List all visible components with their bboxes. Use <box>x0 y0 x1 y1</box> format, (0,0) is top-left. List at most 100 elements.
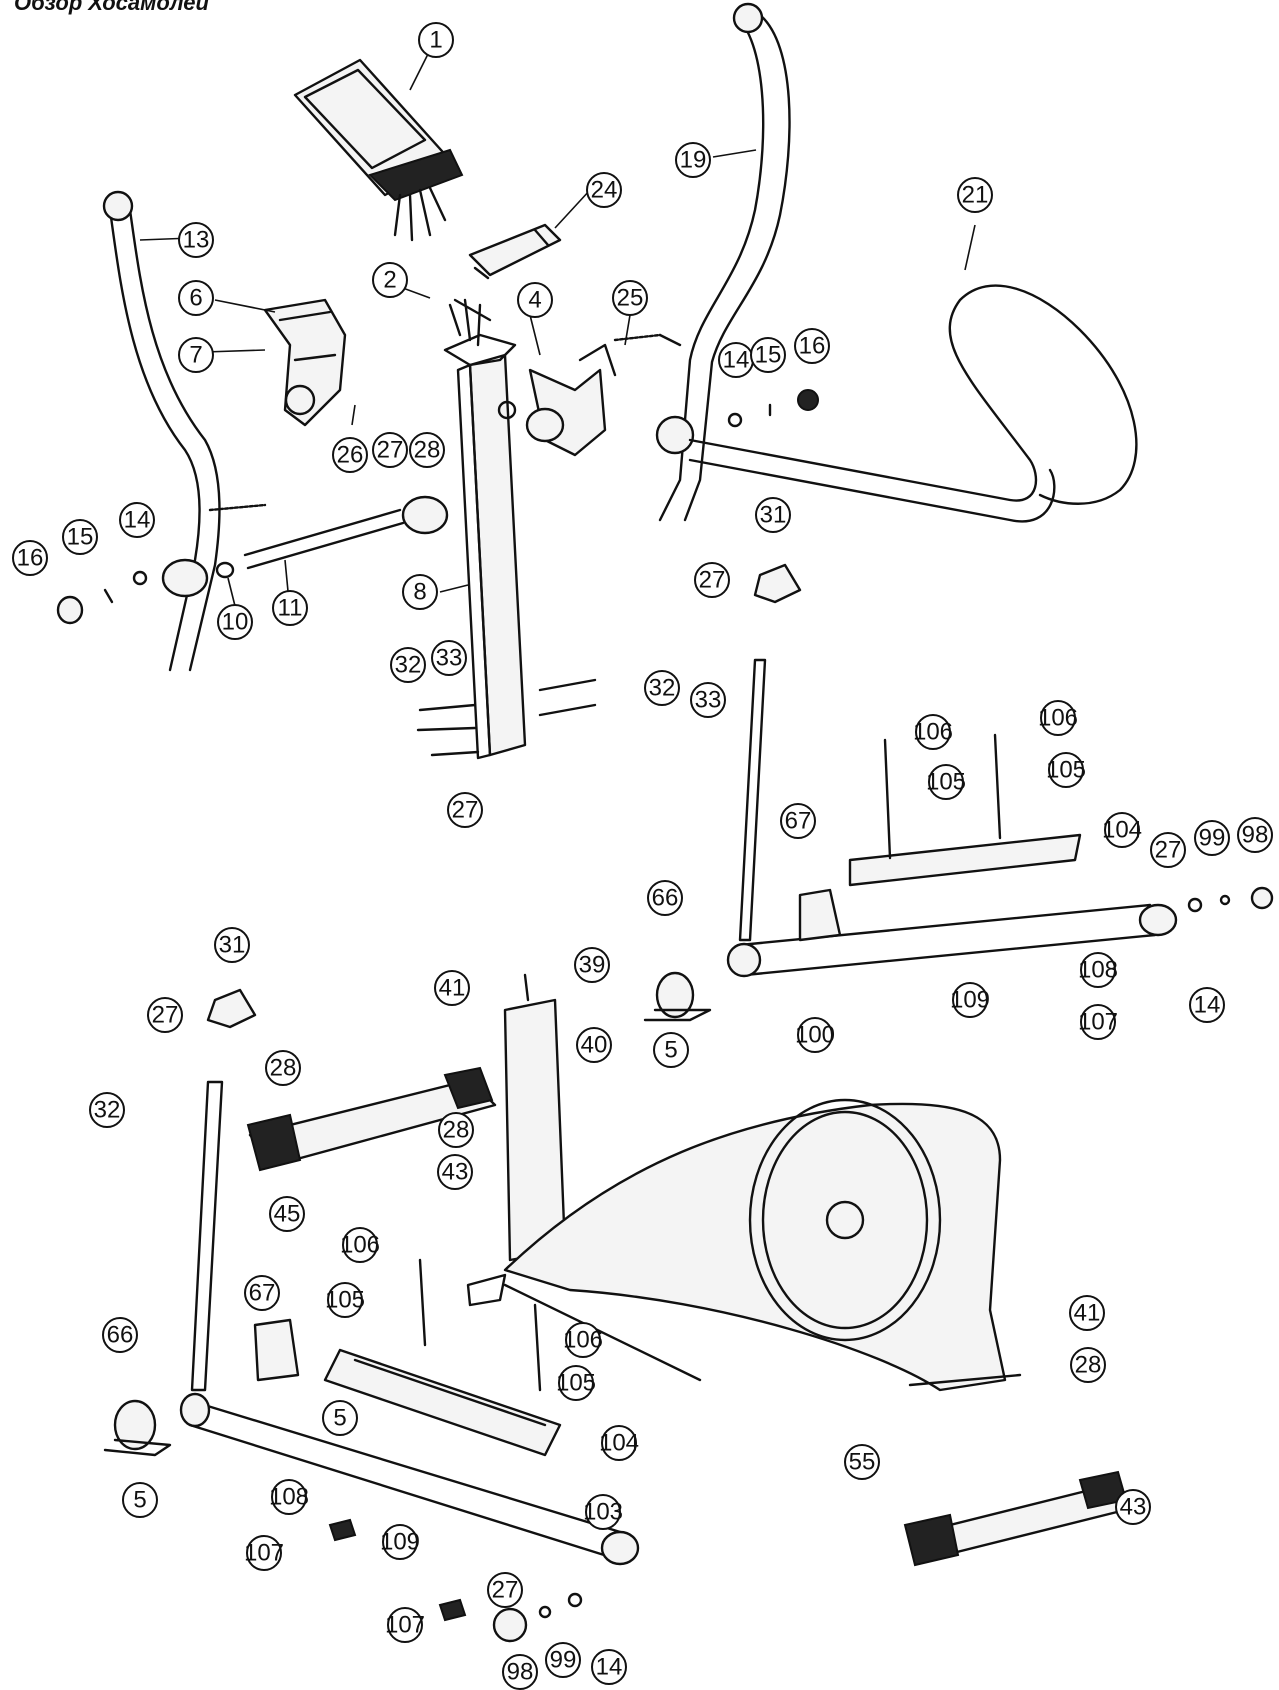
svg-text:21: 21 <box>962 182 989 209</box>
upper-grip-loop-part <box>688 284 1138 523</box>
left-roller-parts <box>103 1318 300 1457</box>
svg-text:41: 41 <box>439 975 466 1002</box>
callout-99a: 99 <box>1194 820 1230 856</box>
left-small-hardware <box>56 561 235 625</box>
svg-text:27: 27 <box>452 797 479 824</box>
callout-66b: 66 <box>102 1317 138 1353</box>
callout-32b: 32 <box>644 670 680 706</box>
svg-text:67: 67 <box>249 1280 276 1307</box>
callout-107a: 107 <box>1078 1004 1118 1040</box>
callout-16b: 16 <box>794 328 830 364</box>
right-pedal-part <box>848 733 1082 887</box>
callout-33b: 33 <box>690 682 726 718</box>
callout-5a: 5 <box>653 1032 689 1068</box>
callout-28c: 28 <box>438 1112 474 1148</box>
svg-text:39: 39 <box>579 952 606 979</box>
svg-text:105: 105 <box>1046 757 1086 784</box>
callout-26: 26 <box>332 437 368 473</box>
svg-text:107: 107 <box>244 1540 284 1567</box>
callout-11: 11 <box>272 590 308 626</box>
callout-108a: 108 <box>1078 952 1118 988</box>
callout-31b: 31 <box>214 927 250 963</box>
callout-104b: 104 <box>599 1425 639 1461</box>
svg-text:14: 14 <box>124 507 151 534</box>
svg-text:99: 99 <box>550 1647 577 1674</box>
svg-text:67: 67 <box>785 808 812 835</box>
cable-bolts-part <box>448 298 492 347</box>
callout-98a: 98 <box>1237 817 1273 853</box>
svg-text:105: 105 <box>556 1370 596 1397</box>
right-small-hardware <box>727 389 819 428</box>
svg-text:27: 27 <box>699 567 726 594</box>
svg-text:100: 100 <box>795 1022 835 1049</box>
callout-leaders <box>139 49 976 619</box>
callout-105b: 105 <box>1046 752 1086 788</box>
callout-6: 6 <box>178 280 214 316</box>
svg-text:26: 26 <box>337 442 364 469</box>
svg-text:16: 16 <box>17 545 44 572</box>
callout-40: 40 <box>576 1027 612 1063</box>
callout-41b: 41 <box>1069 1295 1105 1331</box>
svg-text:27: 27 <box>152 1002 179 1029</box>
svg-text:104: 104 <box>599 1430 639 1457</box>
callout-99b: 99 <box>545 1642 581 1678</box>
svg-text:14: 14 <box>596 1654 623 1681</box>
callout-16a: 16 <box>12 540 48 576</box>
svg-text:43: 43 <box>442 1159 469 1186</box>
callout-27b: 27 <box>447 792 483 828</box>
callout-1: 1 <box>418 22 454 58</box>
svg-text:28: 28 <box>1075 1352 1102 1379</box>
svg-text:13: 13 <box>183 227 210 254</box>
svg-text:32: 32 <box>649 675 676 702</box>
svg-text:105: 105 <box>325 1287 365 1314</box>
callout-8: 8 <box>402 574 438 610</box>
pivot-bracket-part <box>263 298 347 427</box>
sensor-bracket-part <box>468 223 562 280</box>
svg-text:24: 24 <box>591 177 618 204</box>
callout-108b: 108 <box>269 1479 309 1515</box>
svg-text:32: 32 <box>94 1097 121 1124</box>
yoke-part <box>525 343 617 457</box>
svg-text:109: 109 <box>380 1529 420 1556</box>
callout-2: 2 <box>372 262 408 298</box>
callout-27f: 27 <box>487 1572 523 1608</box>
callout-7: 7 <box>178 337 214 373</box>
svg-text:8: 8 <box>413 579 426 606</box>
callout-103: 103 <box>583 1494 623 1530</box>
svg-text:104: 104 <box>1102 817 1142 844</box>
svg-text:98: 98 <box>1242 822 1269 849</box>
svg-text:109: 109 <box>950 987 990 1014</box>
callout-66a: 66 <box>647 880 683 916</box>
right-lower-arm-part <box>726 658 1178 978</box>
svg-text:11: 11 <box>278 595 303 622</box>
callout-14c: 14 <box>1189 987 1225 1023</box>
callout-10: 10 <box>217 604 253 640</box>
svg-text:99: 99 <box>1199 825 1226 852</box>
callout-67a: 67 <box>780 803 816 839</box>
left-lower-arm-part <box>179 1080 640 1566</box>
svg-text:33: 33 <box>695 687 722 714</box>
callout-32c: 32 <box>89 1092 125 1128</box>
console-part <box>293 58 464 242</box>
callout-32a: 32 <box>390 647 426 683</box>
svg-text:98: 98 <box>507 1659 534 1686</box>
callout-105c: 105 <box>325 1282 365 1318</box>
svg-text:66: 66 <box>652 885 679 912</box>
svg-text:55: 55 <box>849 1449 876 1476</box>
svg-text:28: 28 <box>414 437 441 464</box>
callout-107c: 107 <box>385 1607 425 1643</box>
callout-15a: 15 <box>62 519 98 555</box>
callout-15b: 15 <box>750 337 786 373</box>
svg-text:31: 31 <box>219 932 246 959</box>
svg-text:28: 28 <box>443 1117 470 1144</box>
svg-text:27: 27 <box>492 1577 519 1604</box>
callout-55: 55 <box>844 1444 880 1480</box>
svg-text:107: 107 <box>385 1612 425 1639</box>
callout-28b: 28 <box>265 1050 301 1086</box>
svg-text:107: 107 <box>1078 1009 1118 1036</box>
callout-27e: 27 <box>147 997 183 1033</box>
callout-105a: 105 <box>926 764 966 800</box>
svg-text:33: 33 <box>436 645 463 672</box>
callout-14b: 14 <box>718 342 754 378</box>
callout-106c: 106 <box>340 1227 380 1263</box>
